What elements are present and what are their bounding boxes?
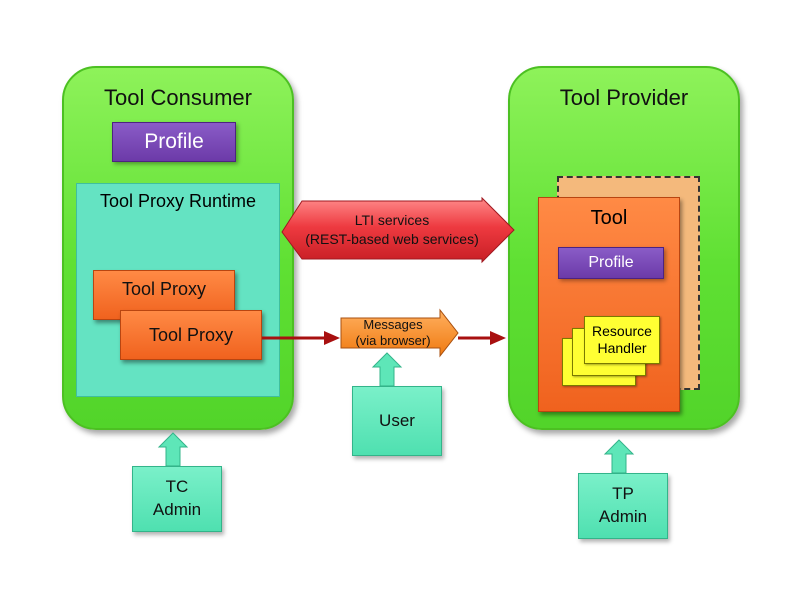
messages-arrowhead-right <box>490 331 506 345</box>
tc-admin-line1: TC <box>165 477 189 497</box>
lti-services-arrow <box>281 196 515 264</box>
tc-admin-up-arrow <box>157 432 189 467</box>
resource-handler-box: Resource Handler <box>584 316 660 364</box>
lti-services-line1: LTI services <box>354 212 430 229</box>
messages-label: Messages (via browser) <box>341 317 445 348</box>
tool-label: Tool <box>590 206 628 229</box>
tp-admin-line2: Admin <box>598 507 648 526</box>
resource-handler-line1: Resource <box>592 322 652 339</box>
tool-consumer-title: Tool Consumer <box>104 85 252 110</box>
messages-arrow-box <box>340 308 459 358</box>
lti-services-line2: (REST-based web services) <box>305 231 479 247</box>
lti-services-label: LTI services (REST-based web services) <box>302 208 482 252</box>
messages-line1: Messages <box>363 317 423 333</box>
messages-line2: (via browser) <box>355 333 431 348</box>
tool-proxy-box-2: Tool Proxy <box>120 310 262 360</box>
tp-admin-up-arrow <box>603 439 635 474</box>
tc-profile-box: Profile <box>112 122 236 162</box>
user-box: User <box>352 386 442 456</box>
tool-proxy-runtime-label: Tool Proxy Runtime <box>99 190 257 211</box>
tc-admin-line2: Admin <box>152 500 202 519</box>
tool-provider-title: Tool Provider <box>559 85 689 110</box>
resource-handler-line2: Handler <box>597 340 647 356</box>
user-up-arrow <box>371 352 403 387</box>
messages-arrowhead-left <box>324 331 340 345</box>
tp-admin-box: TP Admin <box>578 473 668 539</box>
tc-admin-box: TC Admin <box>132 466 222 532</box>
tp-admin-line1: TP <box>612 484 634 504</box>
tp-profile-box: Profile <box>558 247 664 279</box>
